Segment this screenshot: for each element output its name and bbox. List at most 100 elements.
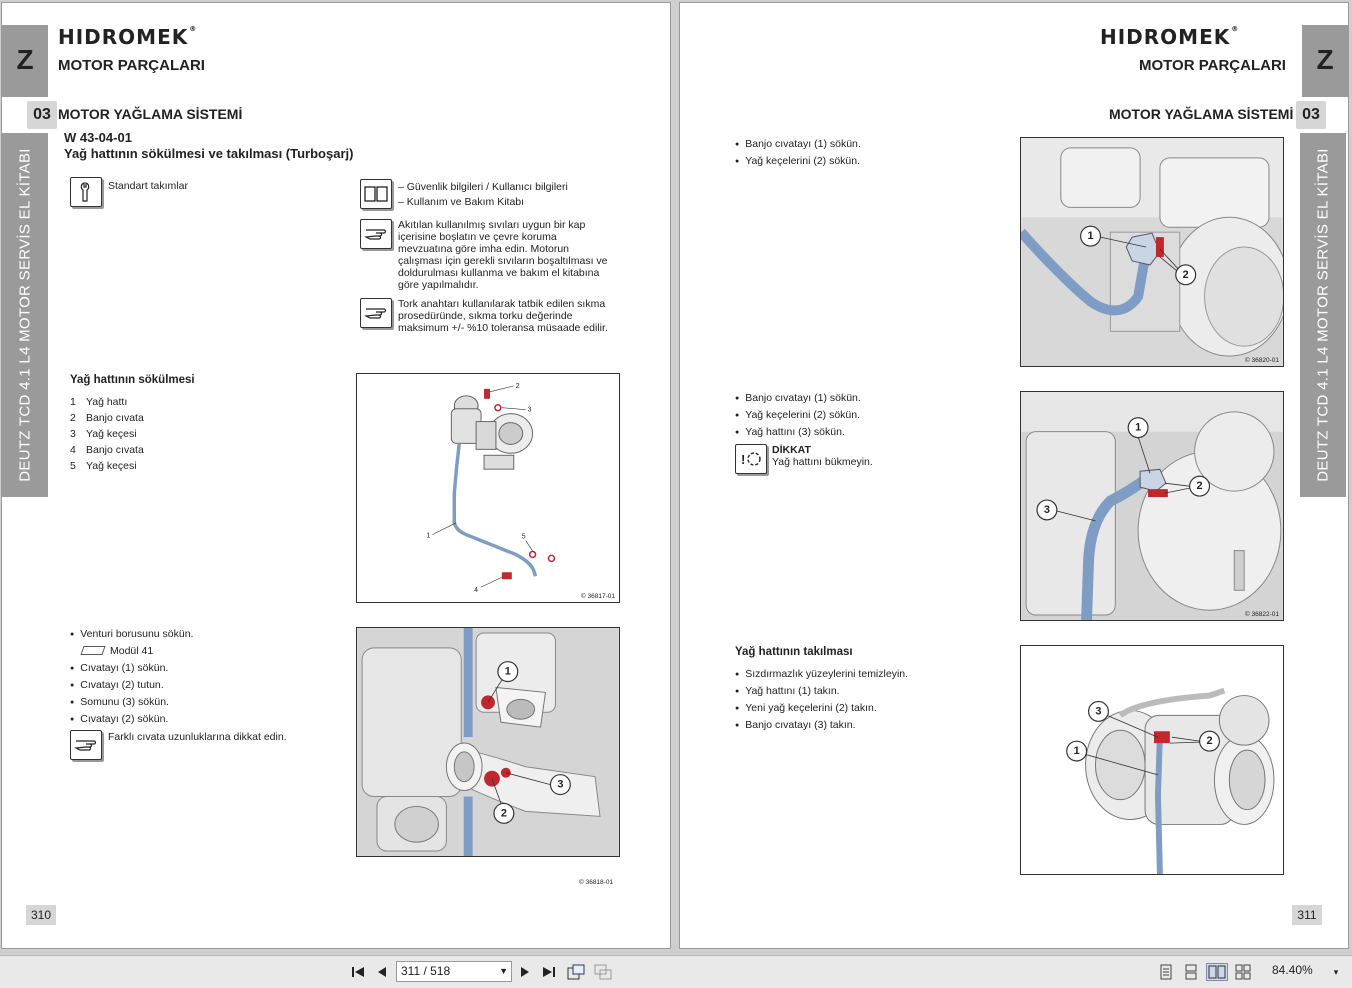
page-310: HIDROMEK® MOTOR PARÇALARI Z 03 MOTOR YAĞ… [1, 2, 671, 949]
reference-list: – Güvenlik bilgileri / Kullanıcı bilgile… [398, 180, 568, 210]
reference-item: – Güvenlik bilgileri / Kullanıcı bilgile… [398, 181, 568, 193]
module-reference: Modül 41 [80, 645, 153, 657]
figure-code: © 36817-01 [580, 593, 615, 600]
sidebar-manual-title: DEUTZ TCD 4.1 L4 MOTOR SERVİS EL KİTABI [1300, 133, 1346, 497]
list-item: Sızdırmazlık yüzeylerini temizleyin. [735, 666, 908, 683]
viewer-toolbar: 311 / 518▼ 84.40% ▾ [0, 955, 1352, 988]
list-item: Yağ hattını (1) takın. [735, 683, 908, 700]
single-page-view-icon[interactable] [1157, 963, 1175, 981]
brand-logo: HIDROMEK® [1100, 25, 1240, 49]
next-page-icon[interactable] [517, 963, 533, 981]
figure-turbocharger-install: 3 2 1 [1020, 645, 1284, 875]
document-viewer[interactable]: HIDROMEK® MOTOR PARÇALARI Z 03 MOTOR YAĞ… [0, 0, 1352, 955]
removal-steps-c: Banjo cıvatayı (1) sökün. Yağ keçelerini… [735, 390, 861, 441]
list-item: Banjo cıvatayı (3) takın. [735, 717, 908, 734]
section-number-tab: 03 [27, 101, 57, 129]
section-title: MOTOR YAĞLAMA SİSTEMİ [58, 106, 243, 122]
zoom-dropdown-icon[interactable]: ▾ [1333, 966, 1339, 977]
note-bolt-length: Farklı cıvata uzunluklarına dikkat edin. [108, 731, 287, 743]
chapter-letter-tab: Z [2, 25, 48, 95]
removal-steps-b: Banjo cıvatayı (1) sökün. Yağ keçelerini… [735, 136, 861, 170]
two-page-view-icon[interactable] [1206, 963, 1228, 981]
page-311: HIDROMEK® MOTOR PARÇALARI Z 03 MOTOR YAĞ… [679, 2, 1349, 949]
page-dropdown-icon: ▼ [499, 966, 508, 976]
svg-text:2: 2 [516, 383, 520, 390]
svg-text:3: 3 [528, 407, 532, 414]
svg-text:5: 5 [522, 534, 526, 541]
list-item: Venturi borusunu sökün. [70, 626, 193, 643]
page-ref-icon [80, 646, 106, 655]
first-page-icon[interactable] [349, 963, 367, 981]
two-page-continuous-icon[interactable] [1234, 963, 1252, 981]
figure-oil-line-side: 1 2 3 © 36822-01 [1020, 391, 1284, 621]
chapter-title: MOTOR PARÇALARI [58, 57, 205, 74]
svg-text:3: 3 [1044, 504, 1050, 516]
removal-steps-a: Venturi borusunu sökün. [70, 626, 193, 643]
fit-page-icon[interactable] [566, 963, 586, 981]
list-item: Yağ hattını (3) sökün. [735, 424, 861, 441]
svg-text:3: 3 [1095, 705, 1101, 717]
procedure-code: W 43-04-01 [64, 130, 132, 145]
list-item: Cıvatayı (2) tutun. [70, 677, 169, 694]
svg-text:2: 2 [501, 807, 507, 819]
removal-heading: Yağ hattının sökülmesi [70, 374, 195, 386]
pointing-hand-icon [360, 219, 392, 249]
install-heading: Yağ hattının takılması [735, 646, 853, 658]
list-item: Yağ keçelerini (2) sökün. [735, 153, 861, 170]
book-icon [360, 179, 392, 209]
svg-text:2: 2 [1183, 269, 1189, 281]
list-item: Cıvatayı (2) sökün. [70, 711, 169, 728]
figure-code: © 36818-01 [579, 879, 614, 886]
list-item: Banjo cıvatayı (1) sökün. [735, 390, 861, 407]
zoom-level[interactable]: 84.40% [1272, 963, 1313, 977]
tools-label: Standart takımlar [108, 180, 188, 192]
page-number: 311 [1292, 905, 1322, 925]
page-number-field[interactable]: 311 / 518▼ [396, 961, 512, 982]
figure-exploded-oil-line: 2 3 1 4 5 © 36817-01 [356, 373, 620, 603]
figure-venturi-bolts: 1 2 3 [356, 627, 620, 857]
procedure-title: Yağ hattının sökülmesi ve takılması (Tur… [64, 146, 354, 161]
list-item: Yeni yağ keçelerini (2) takın. [735, 700, 908, 717]
section-title: MOTOR YAĞLAMA SİSTEMİ [1109, 106, 1294, 122]
svg-text:4: 4 [474, 587, 478, 594]
removal-steps-a-list: Cıvatayı (1) sökün. Cıvatayı (2) tutun. … [70, 660, 169, 728]
figure-code: © 36820-01 [1244, 357, 1279, 364]
note-disposal: Akıtılan kullanılmış sıvıları uygun bir … [398, 219, 608, 291]
list-item: Somunu (3) sökün. [70, 694, 169, 711]
reference-item: – Kullanım ve Bakım Kitabı [398, 196, 525, 208]
section-number-tab: 03 [1296, 101, 1326, 129]
svg-text:2: 2 [1206, 735, 1212, 747]
svg-text:1: 1 [427, 533, 431, 540]
pointing-hand-icon [360, 298, 392, 328]
last-page-icon[interactable] [540, 963, 558, 981]
continuous-view-icon[interactable] [1182, 963, 1200, 981]
figure-code: © 36822-01 [1244, 611, 1279, 618]
list-item: Banjo cıvatayı (1) sökün. [735, 136, 861, 153]
chapter-letter-tab: Z [1302, 25, 1348, 95]
list-item: Cıvatayı (1) sökün. [70, 660, 169, 677]
caution-title: DİKKAT [772, 444, 811, 456]
chapter-title: MOTOR PARÇALARI [1139, 57, 1286, 74]
divider [1302, 95, 1348, 97]
rotate-icon[interactable] [593, 963, 613, 981]
sidebar-manual-title: DEUTZ TCD 4.1 L4 MOTOR SERVİS EL KİTABI [2, 133, 48, 497]
svg-text:1: 1 [1074, 745, 1080, 757]
caution-text: Yağ hattını bükmeyin. [772, 456, 873, 468]
svg-text:1: 1 [1135, 422, 1141, 434]
caution-gear-icon: ! [735, 444, 767, 474]
figure-banjo-bolt-top: 1 2 © 36820-01 [1020, 137, 1284, 367]
prev-page-icon[interactable] [374, 963, 390, 981]
svg-text:1: 1 [1088, 230, 1094, 242]
wrench-icon [70, 177, 102, 207]
note-torque: Tork anahtarı kullanılarak tatbik edilen… [398, 298, 608, 334]
pointing-hand-icon [70, 730, 102, 760]
svg-text:1: 1 [505, 666, 511, 678]
brand-logo: HIDROMEK® [58, 25, 198, 49]
page-number: 310 [26, 905, 56, 925]
list-item: Yağ keçelerini (2) sökün. [735, 407, 861, 424]
